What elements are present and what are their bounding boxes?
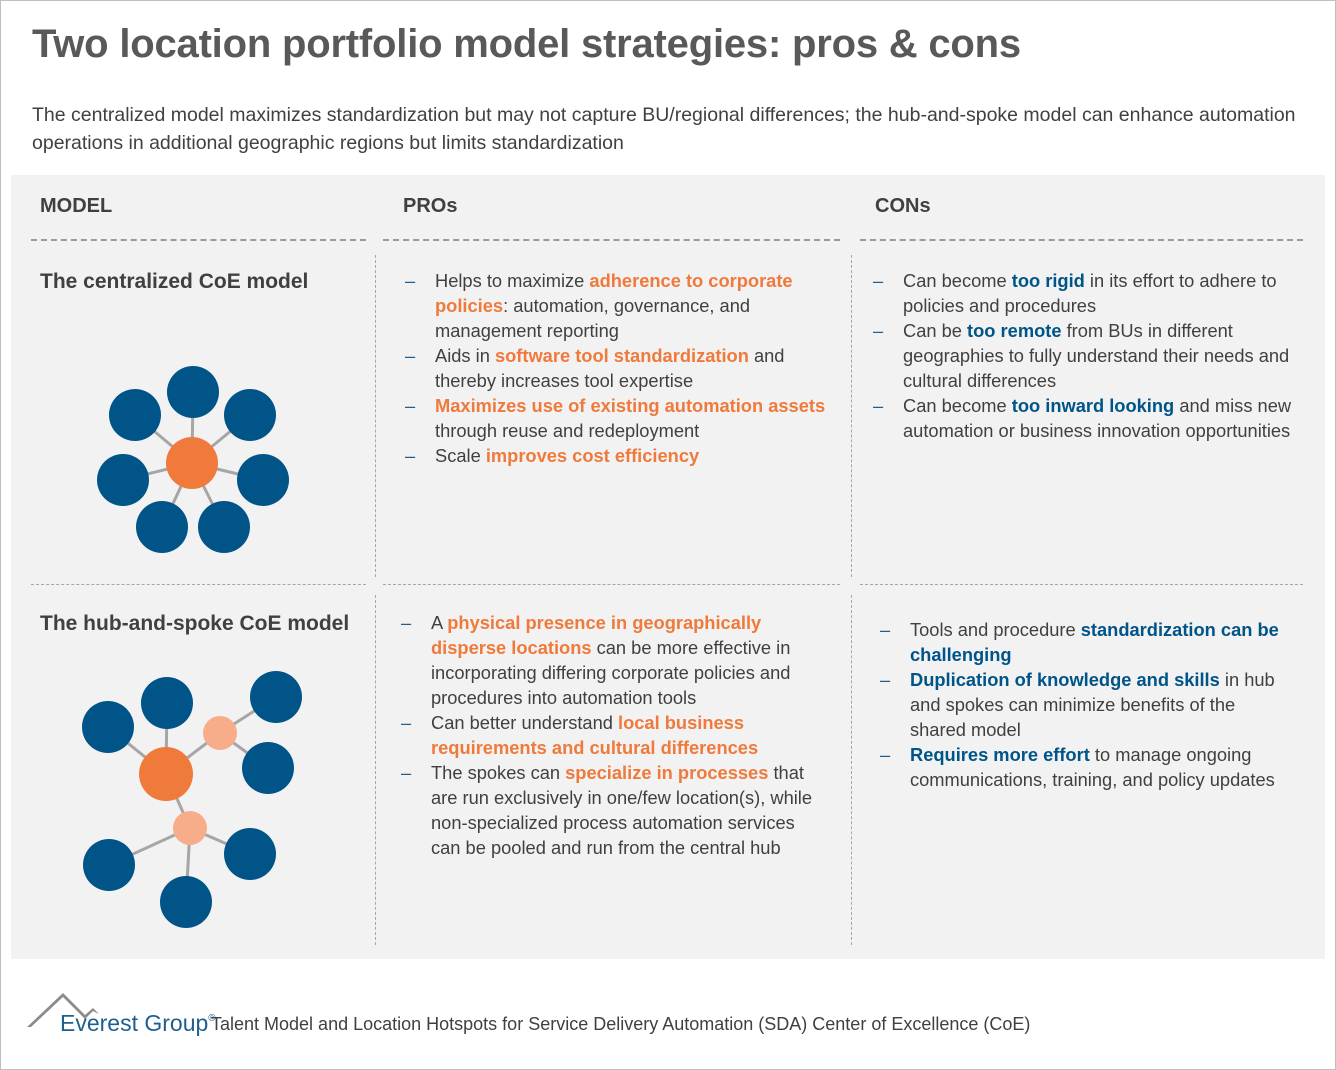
row-title-hub-and-spoke: The hub-and-spoke CoE model [40,612,350,635]
bullet-text: that are run exclusively in one/few loca… [431,762,813,858]
node-circle [160,876,212,928]
header-divider-model [31,239,366,241]
bullet-text: Can become [903,270,1012,291]
node-circle [224,828,276,880]
bullet-text: through reuse and redeployment [435,420,700,441]
row-divider-cons [860,584,1303,585]
node-circle [167,366,219,418]
header-cons: CONs [875,195,931,217]
header-divider-pros [383,239,840,241]
cons-list-centralized: Can become too rigid in its effort to ad… [873,268,1293,443]
row-title-centralized: The centralized CoE model [40,270,309,293]
header-pros: PROs [403,195,458,217]
node-circle [250,671,302,723]
pros-list-centralized: Helps to maximize adherence to corporate… [405,268,830,468]
node-circle [109,389,161,441]
bullet-text: can be more effective in incorporating d… [431,637,791,708]
pro-bullet-item: Maximizes use of existing automation ass… [405,393,830,443]
highlighted-phrase: too remote [967,320,1062,341]
pro-bullet-item: A physical presence in geographically di… [401,610,821,710]
bullet-text: and thereby increases tool expertise [435,345,785,391]
node-circle [141,677,193,729]
pro-bullet-item: Helps to maximize adherence to corporate… [405,268,830,343]
spoke-hub-circle [173,811,207,845]
node-circle [136,501,188,553]
header-divider-cons [860,239,1303,241]
node-circle [198,501,250,553]
bullet-text: : automation, governance, and management… [435,295,751,341]
bullet-text: in its effort to adhere to policies and … [903,270,1277,316]
node-circle [242,742,294,794]
pros-list-hub-and-spoke: A physical presence in geographically di… [401,610,821,860]
column-divider [375,255,376,577]
highlighted-phrase: local business requirements and cultural… [431,712,759,758]
con-bullet-item: Can be too remote from BUs in different … [873,318,1293,393]
row-divider-model [31,584,366,585]
highlighted-phrase: adherence to corporate policies [435,270,793,316]
highlighted-phrase: specialize in processes [565,762,769,783]
node-circle [82,701,134,753]
brand-name: Everest Group® [60,1010,216,1037]
hub-and-spoke-network-diagram-icon [82,671,302,928]
everest-mountain-logo-icon [27,993,99,1027]
column-divider [851,595,852,945]
highlighted-phrase: too inward looking [1011,395,1175,416]
highlighted-phrase: Duplication of knowledge and skills [910,669,1220,690]
bullet-text: to manage ongoing communications, traini… [910,744,1275,790]
footer-source-text: Talent Model and Location Hotspots for S… [211,1014,1031,1034]
bullet-text: Helps to maximize [435,270,590,291]
cons-list-hub-and-spoke: Tools and procedure standardization can … [880,617,1290,792]
highlighted-phrase: Maximizes use of existing automation ass… [435,395,826,416]
header-model: MODEL [40,195,113,217]
pro-bullet-item: Aids in software tool standardization an… [405,343,830,393]
highlighted-phrase: Requires more effort [910,744,1090,765]
pro-bullet-item: The spokes can specialize in processes t… [401,760,821,860]
bullet-text: The spokes can [431,762,566,783]
bullet-text: Can become [903,395,1012,416]
highlighted-phrase: improves cost efficiency [485,445,700,466]
con-bullet-item: Can become too rigid in its effort to ad… [873,268,1293,318]
bullet-text: Scale [435,445,486,466]
bullet-text: Can better understand [431,712,618,733]
column-divider [375,595,376,945]
node-circle [224,389,276,441]
page-subtitle: The centralized model maximizes standard… [32,104,1296,154]
spoke-hub-circle [203,716,237,750]
bullet-text: A [431,612,448,633]
hub-circle [166,437,218,489]
bullet-text: Aids in [435,345,495,366]
pro-bullet-item: Can better understand local business req… [401,710,821,760]
node-circle [237,454,289,506]
con-bullet-item: Requires more effort to manage ongoing c… [880,742,1290,792]
con-bullet-item: Can become too inward looking and miss n… [873,393,1293,443]
pro-bullet-item: Scale improves cost efficiency [405,443,830,468]
bullet-text: in hub and spokes can minimize benefits … [910,669,1275,740]
highlighted-phrase: too rigid [1011,270,1085,291]
column-divider [851,255,852,577]
hub-circle [139,747,193,801]
highlighted-phrase: standardization can be challenging [910,619,1279,665]
bullet-text: and miss new automation or business inno… [903,395,1292,441]
node-circle [83,839,135,891]
bullet-text: from BUs in different geographies to ful… [903,320,1290,391]
bullet-text: Tools and procedure [910,619,1081,640]
con-bullet-item: Duplication of knowledge and skills in h… [880,667,1290,742]
row-divider-pros [383,584,840,585]
registered-mark: ® [208,1013,216,1024]
brand-text: Everest Group [60,1010,209,1036]
highlighted-phrase: physical presence in geographically disp… [431,612,762,658]
centralized-network-diagram-icon [97,366,289,553]
page-title: Two location portfolio model strategies:… [32,22,1021,66]
con-bullet-item: Tools and procedure standardization can … [880,617,1290,667]
mountain-shape [27,993,99,1027]
node-circle [97,454,149,506]
highlighted-phrase: software tool standardization [494,345,749,366]
bullet-text: Can be [903,320,968,341]
